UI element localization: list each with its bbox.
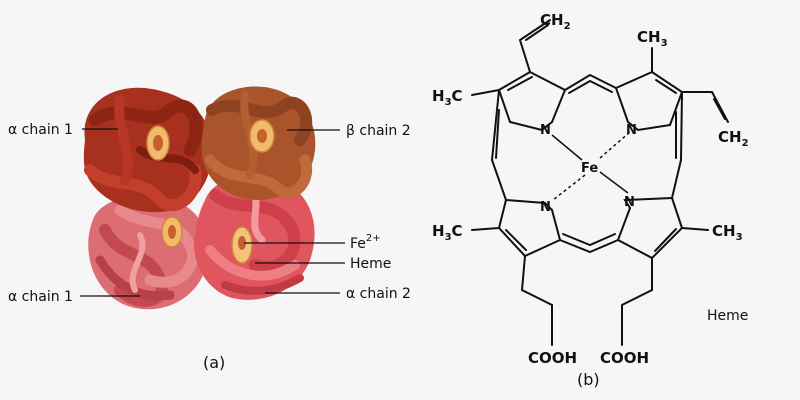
h3-bottom-sub: 3 bbox=[445, 232, 452, 243]
caption-b: (b) bbox=[577, 370, 600, 389]
methyl-right-bottom-label: CH3 bbox=[712, 222, 743, 243]
vinyl-ch: CH bbox=[540, 11, 564, 29]
heme-disc-alpha2 bbox=[231, 226, 253, 264]
label-heme: Heme bbox=[350, 256, 391, 272]
vinyl-right-ch: CH bbox=[718, 128, 742, 146]
methyl-sub: 3 bbox=[661, 38, 668, 49]
heme-structure bbox=[471, 19, 729, 346]
label-fe: Fe bbox=[350, 236, 366, 252]
vinyl-sub: 2 bbox=[564, 21, 571, 32]
carboxyl-left: COOH bbox=[528, 349, 577, 367]
heme-disc-beta2 bbox=[249, 119, 275, 153]
carboxyl-right: COOH bbox=[600, 349, 649, 367]
label-fe-ion: Fe2+ bbox=[350, 233, 381, 252]
nitrogen-top-left: N bbox=[540, 123, 551, 138]
alpha-chain-2-subunit bbox=[194, 175, 315, 300]
pyrrole-top-left bbox=[497, 70, 567, 123]
methyl-ch: CH bbox=[637, 28, 661, 46]
heme-disc-alpha1-top bbox=[146, 125, 170, 161]
vinyl-right-sub: 2 bbox=[742, 138, 749, 149]
iron-atom: Fe bbox=[581, 161, 598, 176]
nitrogen-bottom-left: N bbox=[540, 200, 551, 215]
methyl-left-bottom-label: H3C bbox=[432, 222, 463, 243]
hemoglobin-illustration bbox=[83, 86, 316, 310]
label-fe-charge: 2+ bbox=[366, 233, 381, 244]
alpha-chain-1-bottom-subunit bbox=[88, 195, 209, 310]
label-alpha-chain-2: α chain 2 bbox=[346, 286, 411, 302]
label-beta-chain-2: β chain 2 bbox=[346, 123, 411, 139]
h3-bottom: H bbox=[432, 222, 445, 240]
vinyl-top-label: CH2 bbox=[540, 11, 571, 32]
nitrogen-bottom-right: N bbox=[624, 195, 635, 210]
c-top: C bbox=[452, 87, 463, 105]
methyl-top-right-label: CH3 bbox=[637, 28, 668, 49]
vinyl-right-label: CH2 bbox=[718, 128, 749, 149]
label-alpha-chain-1-top: α chain 1 bbox=[8, 122, 73, 138]
nitrogen-top-right: N bbox=[626, 123, 637, 138]
methyl-left-top-label: H3C bbox=[432, 87, 463, 108]
h3-top: H bbox=[432, 87, 445, 105]
c-bottom: C bbox=[452, 222, 463, 240]
panel-a-leader-lines bbox=[80, 128, 345, 297]
heme-title: Heme bbox=[707, 308, 748, 324]
caption-a: (a) bbox=[203, 353, 225, 372]
h3-top-sub: 3 bbox=[445, 97, 452, 108]
methyl-rb-sub: 3 bbox=[736, 232, 743, 243]
heme-disc-alpha1-bottom bbox=[161, 216, 183, 248]
methyl-rb-ch: CH bbox=[712, 222, 736, 240]
label-alpha-chain-1-bottom: α chain 1 bbox=[8, 289, 73, 305]
pyrrole-top-right bbox=[614, 70, 684, 126]
